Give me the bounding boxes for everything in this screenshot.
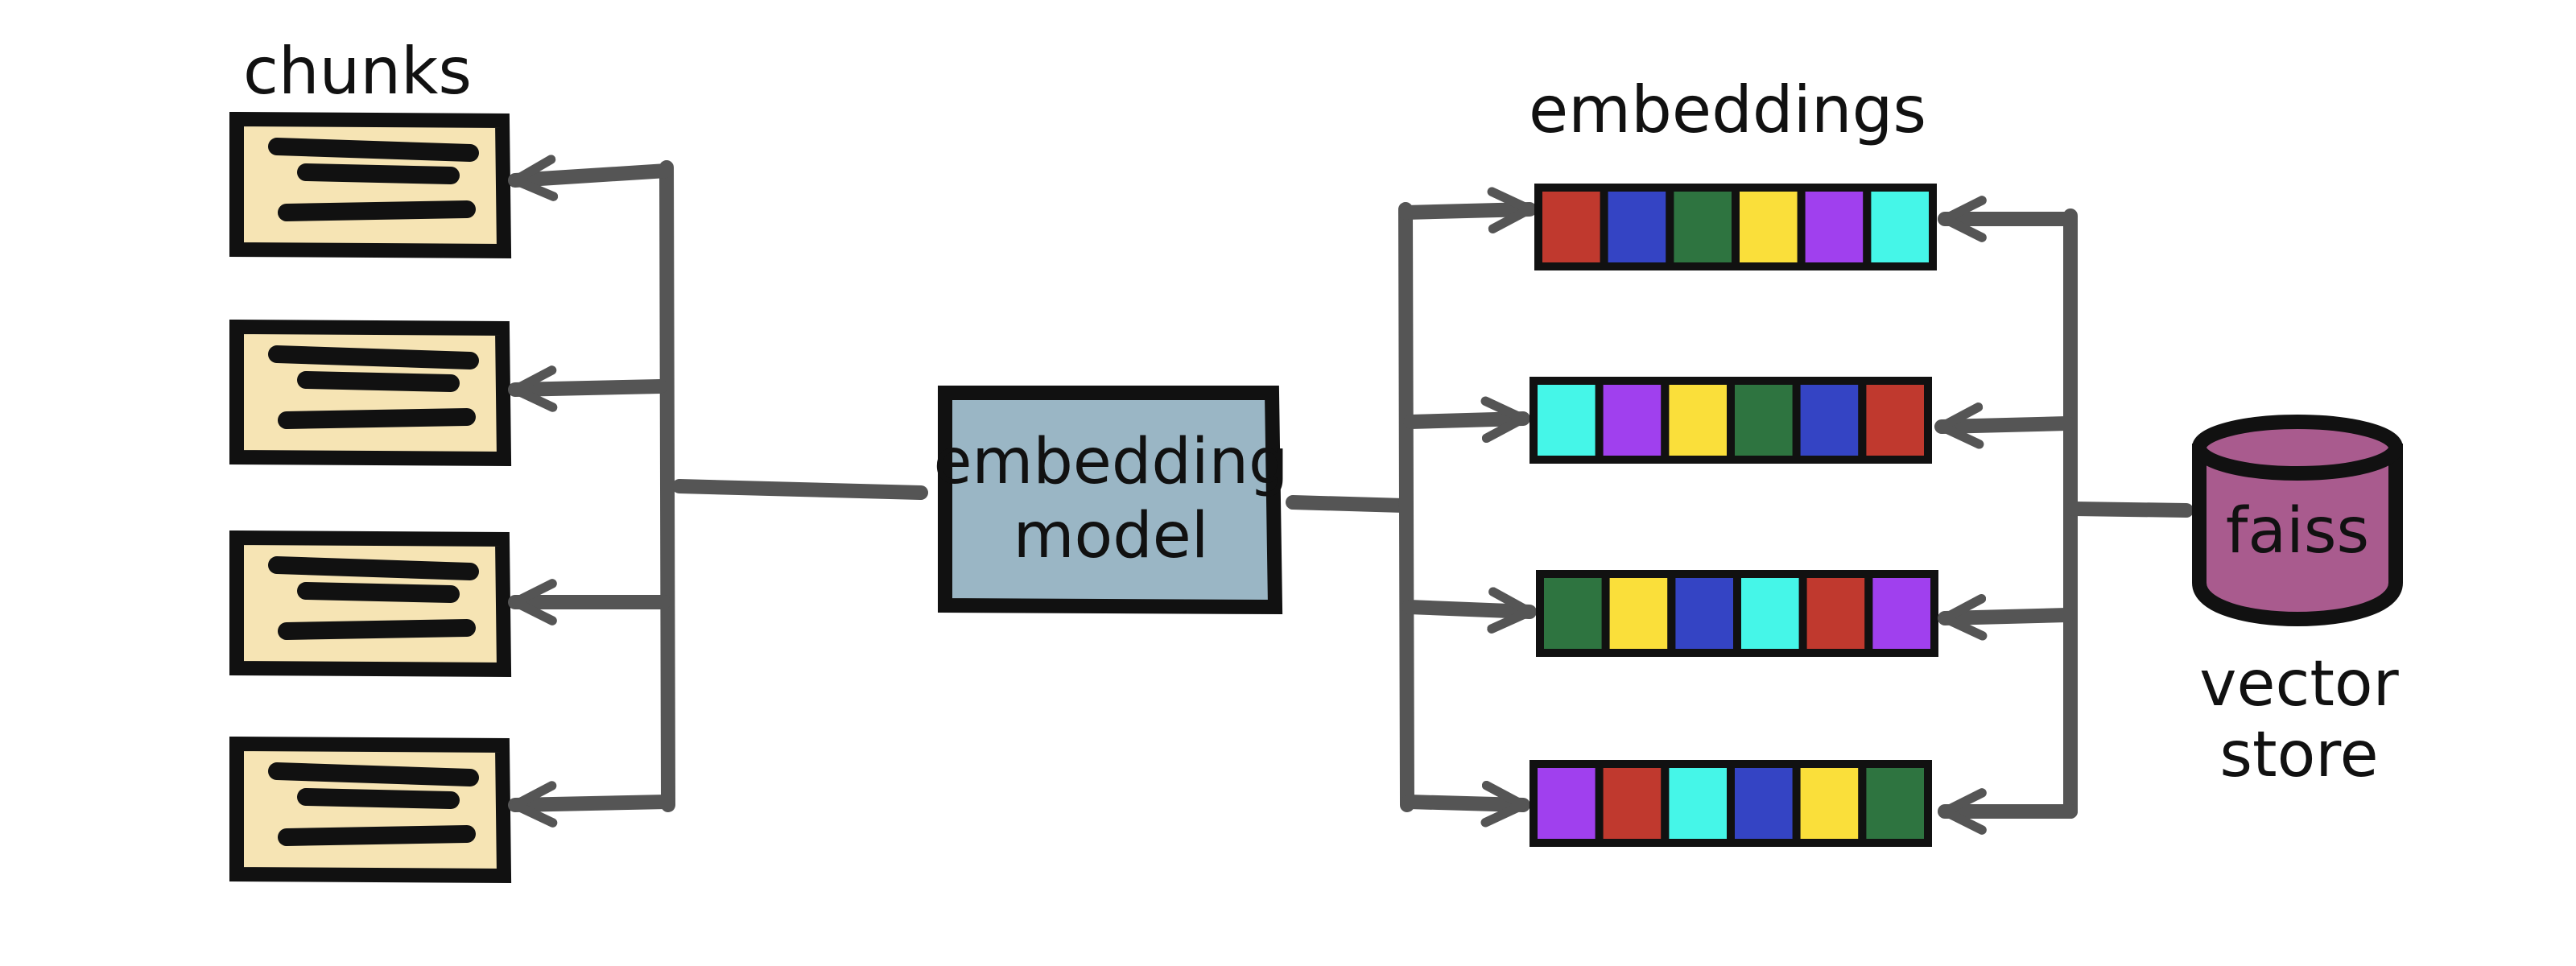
vector-store-cylinder-body [2192, 444, 2403, 626]
embedding-cell-cyan [1669, 768, 1727, 839]
model-to-chunks-line [672, 479, 928, 500]
embedding-cell-yellow [1740, 192, 1798, 262]
chunk-text-line [268, 138, 479, 162]
chunk-text-line [278, 619, 476, 640]
embedding-cell-red [1542, 192, 1600, 262]
arrow-to-chunk-2 [508, 365, 667, 412]
embedding-cell-green [1735, 385, 1793, 456]
chunks-group [229, 111, 512, 884]
vector-store-name: faiss [2226, 495, 2369, 568]
chunk-text-line [278, 408, 476, 429]
chunk-4 [229, 736, 512, 884]
embedding-cell-cyan [1538, 385, 1596, 456]
embedding-cell-blue [1675, 578, 1733, 649]
embeddings-title: embeddings [1529, 72, 1926, 147]
chunk-2 [229, 319, 512, 467]
embedding-cell-blue [1800, 385, 1859, 456]
chunk-text-line [297, 371, 460, 392]
embedding-vector [1536, 570, 1938, 657]
arrow-to-embedding-2 [1403, 396, 1530, 444]
vector-store-label-line1: vector [2199, 648, 2399, 720]
embeddings-connector [1286, 187, 1537, 828]
embedding-model-label-line2: model [1013, 500, 1209, 572]
arrow-to-embedding-1 [1398, 187, 1537, 233]
embedding-vector [1530, 377, 1932, 464]
embedding-cell-red [1866, 385, 1924, 456]
arrow-to-chunk-1 [508, 155, 674, 201]
embedding-cell-red [1603, 768, 1662, 839]
embeddings-group [1530, 184, 1938, 847]
chunk-text-line [278, 200, 476, 221]
chunks-title: chunks [243, 34, 472, 109]
arrow-store-to-embedding-2 [1934, 402, 2074, 449]
vector-store-label-line2: store [2219, 719, 2378, 791]
embedding-cell-blue [1735, 768, 1793, 839]
chunk-text-line [268, 345, 479, 369]
embedding-vector [1530, 760, 1932, 847]
embedding-cell-blue [1608, 192, 1666, 262]
embedding-cell-purple [1872, 578, 1930, 649]
embedding-cell-green [1674, 192, 1732, 262]
arrow-store-to-embedding-3 [1938, 593, 2074, 641]
chunk-text-line [268, 762, 479, 786]
chunk-text-line [278, 825, 476, 846]
embedding-model-label-line1: embedding [933, 426, 1288, 498]
chunk-text-line [268, 556, 479, 580]
embedding-cell-yellow [1800, 768, 1859, 839]
embedding-vector-frame [1530, 377, 1932, 464]
arrow-to-embedding-3 [1402, 587, 1537, 634]
embedding-cell-green [1866, 768, 1924, 839]
embedding-vector-frame [1534, 184, 1937, 270]
chunk-3 [229, 530, 512, 678]
chunk-text-line [297, 582, 460, 603]
embedding-cell-cyan [1871, 192, 1929, 262]
embedding-cell-purple [1603, 385, 1662, 456]
chunks-connector [508, 155, 928, 828]
embedding-cell-red [1806, 578, 1865, 649]
chunk-text-line [297, 788, 460, 809]
vector-store: faiss [2192, 415, 2403, 626]
embedding-vector [1534, 184, 1937, 270]
embedding-cell-purple [1538, 768, 1596, 839]
arrow-to-chunk-4 [508, 781, 674, 828]
chunk-1 [229, 111, 512, 259]
embedding-cell-green [1544, 578, 1602, 649]
chunk-text-line [297, 163, 460, 184]
embedding-cell-yellow [1609, 578, 1668, 649]
embedding-model: embedding model [933, 386, 1289, 615]
embedding-cell-purple [1805, 192, 1864, 262]
vector-store-cylinder-top [2192, 415, 2403, 481]
embedding-vector-frame [1536, 570, 1938, 657]
embedding-model-box [938, 386, 1283, 615]
embedding-vector-frame [1530, 760, 1932, 847]
arrow-to-embedding-4 [1402, 780, 1530, 828]
embedding-cell-yellow [1669, 385, 1727, 456]
store-connector [1934, 196, 2194, 835]
embedding-cell-cyan [1741, 578, 1799, 649]
